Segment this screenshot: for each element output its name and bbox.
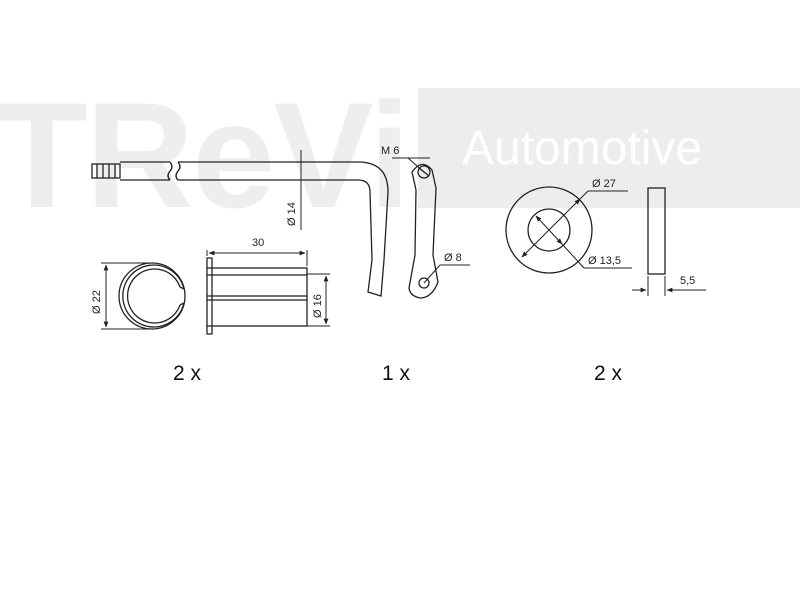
pin-part [91, 161, 389, 297]
washer-inner-diameter-label: Ø 13,5 [588, 255, 621, 267]
washer-side-view [647, 187, 666, 275]
bushing-inner-diameter-label: Ø 16 [312, 294, 324, 318]
bushing-inner-dimension [307, 273, 330, 327]
washer-thickness-dimension [632, 276, 706, 296]
bushing-quantity: 2 x [173, 362, 202, 385]
washer-quantity: 2 x [594, 362, 623, 385]
thread-label: M 6 [381, 145, 399, 157]
pin-quantity: 1 x [382, 362, 411, 385]
bushing-side-view [206, 257, 308, 335]
lever-part [408, 163, 439, 299]
washer-thickness-label: 5,5 [680, 275, 695, 287]
bushing-outer-dimension [101, 262, 150, 330]
washer-outer-diameter-label: Ø 27 [592, 178, 616, 190]
hole-diameter-label: Ø 8 [444, 252, 462, 264]
bushing-length-dimension [206, 250, 308, 266]
pin-diameter-label: Ø 14 [286, 202, 298, 226]
watermark-band-text: Automotive [462, 122, 703, 175]
hole-leader [423, 264, 470, 284]
washer-inner-dimension [535, 215, 632, 269]
thread-leader [392, 157, 430, 173]
bushing-front-view [118, 262, 186, 330]
watermark-band [418, 88, 800, 208]
watermark-brand-letters: TReVi [0, 71, 410, 239]
bushing-length-label: 30 [252, 237, 264, 249]
bushing-outer-diameter-label: Ø 22 [91, 290, 103, 314]
